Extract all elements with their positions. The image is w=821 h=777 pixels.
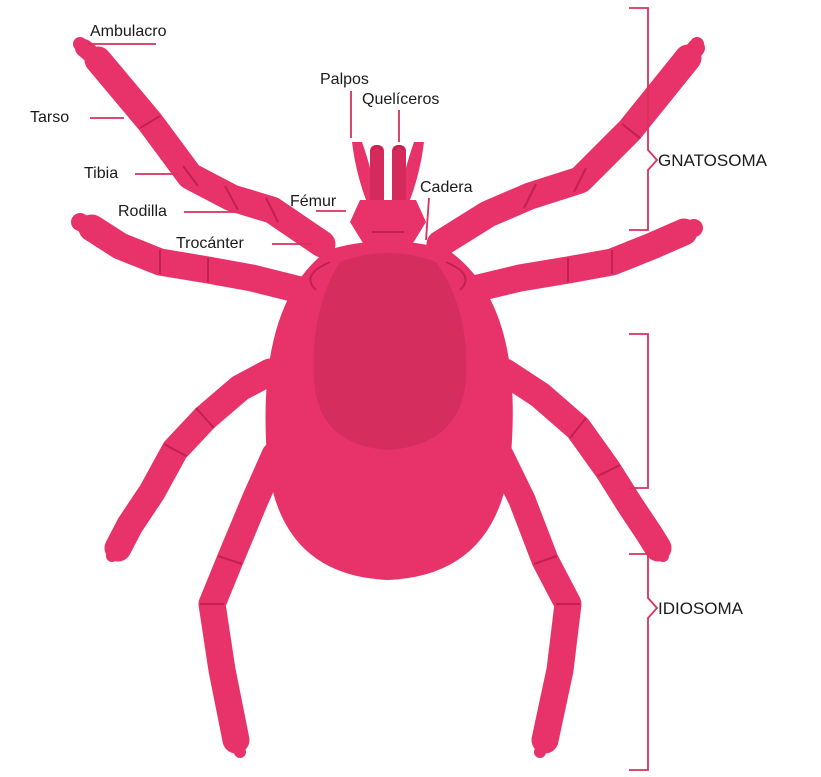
label-queliceros: Quelíceros: [362, 91, 439, 108]
leg-front-right: [440, 37, 704, 244]
label-palpos: Palpos: [320, 71, 369, 88]
leg-fourth-right: [500, 455, 568, 758]
gnathosoma-mouthparts: [350, 142, 426, 248]
label-rodilla: Rodilla: [118, 203, 167, 220]
idiosoma-body: [266, 241, 513, 580]
label-tibia: Tibia: [84, 165, 118, 182]
label-cadera: Cadera: [420, 179, 473, 196]
label-gnatosoma: GNATOSOMA: [658, 151, 768, 170]
leg-second-left: [80, 222, 300, 290]
leg-second-right: [470, 228, 694, 290]
cadera-leader: [426, 198, 429, 240]
label-tarso: Tarso: [30, 109, 69, 126]
label-femur: Fémur: [290, 193, 337, 210]
label-ambulacro: Ambulacro: [90, 23, 167, 40]
leg-front-left: [73, 37, 322, 244]
label-idiosoma: IDIOSOMA: [658, 599, 744, 618]
label-trocanter: Trocánter: [176, 235, 245, 252]
leg-fourth-left: [212, 455, 275, 758]
